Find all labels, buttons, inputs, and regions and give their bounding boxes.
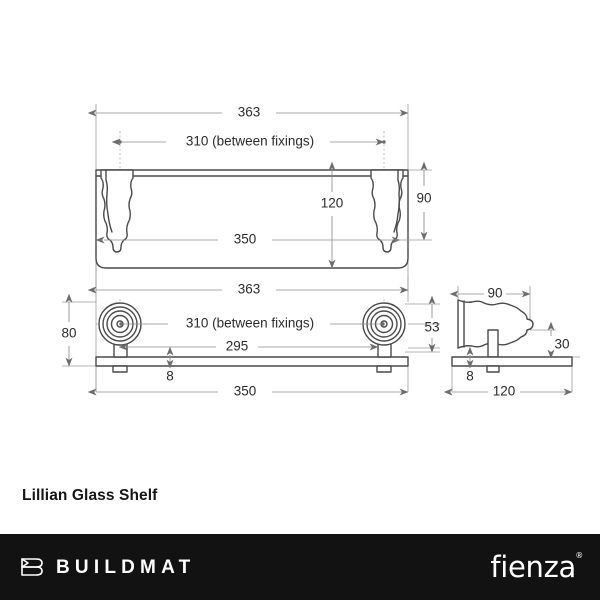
dim-label-top-90: 90 xyxy=(416,191,431,206)
bracket-profile-left-top xyxy=(100,169,134,253)
dimension-front-glass-thickness: 8 xyxy=(166,346,174,384)
dimension-top-glass-width: 350 xyxy=(95,232,401,247)
shelf-tab-side xyxy=(486,365,500,373)
bracket-inner-line-left-top xyxy=(105,169,113,233)
dim-label-top-350: 350 xyxy=(234,232,257,247)
buildmat-b-logo-icon xyxy=(20,556,46,578)
dim-label-top-310: 310 (between fixings) xyxy=(186,134,314,149)
dim-label-side-120: 120 xyxy=(493,384,516,399)
dimension-top-overall-depth: 90 xyxy=(395,161,432,241)
footer-bar: BUILDMAT fienza® xyxy=(0,534,600,600)
fienza-brand[interactable]: fienza® xyxy=(490,549,583,584)
dimension-side-post-height: 30 xyxy=(547,321,570,359)
top-view: 363 310 (between fixings) 350 xyxy=(87,104,432,292)
fienza-registered-mark: ® xyxy=(575,550,583,560)
bracket-inner-line-right-top xyxy=(393,169,401,233)
dimension-top-overall-width: 363 xyxy=(87,105,409,120)
dim-label-front-350: 350 xyxy=(234,384,257,399)
dimension-top-between-fixings: 310 (between fixings) xyxy=(111,134,386,149)
dim-label-side-90: 90 xyxy=(487,286,502,301)
dimension-front-between-fixings: 310 (between fixings) xyxy=(119,316,385,331)
dimension-front-overall-height: 80 xyxy=(61,293,77,367)
side-view: 90 30 8 120 xyxy=(443,286,580,399)
dim-label-top-363: 363 xyxy=(238,105,261,120)
bracket-profile-side xyxy=(457,299,534,349)
dimension-front-rosette-height: 53 xyxy=(405,295,440,353)
technical-drawing: 363 310 (between fixings) 350 xyxy=(61,104,580,399)
fienza-wordmark: fienza xyxy=(490,549,576,584)
dimension-side-shelf-depth: 120 xyxy=(443,384,573,399)
dim-label-side-30: 30 xyxy=(554,337,569,352)
shelf-tab-left xyxy=(112,365,128,373)
bracket-post-side xyxy=(487,329,499,358)
glass-shelf-outline-side xyxy=(451,356,573,367)
dim-label-front-80: 80 xyxy=(61,326,76,341)
dimension-front-post-centres: 295 xyxy=(118,339,379,354)
dim-label-front-295: 295 xyxy=(226,339,249,354)
page-title: Lillian Glass Shelf xyxy=(22,487,158,504)
dim-label-front-310: 310 (between fixings) xyxy=(186,316,314,331)
shelf-tab-right xyxy=(376,365,392,373)
dim-label-side-8: 8 xyxy=(466,369,474,384)
dimension-front-glass-width: 350 xyxy=(87,384,409,399)
dim-label-front-363: 363 xyxy=(238,282,261,297)
dimension-front-overall-width: 363 xyxy=(87,282,409,297)
dimension-top-bracket-depth: 120 xyxy=(321,161,344,269)
buildmat-brand[interactable]: BUILDMAT xyxy=(20,556,195,578)
buildmat-wordmark: BUILDMAT xyxy=(56,556,196,578)
dim-label-front-53: 53 xyxy=(424,320,439,335)
front-view: 363 310 (between fixings) 295 xyxy=(61,276,440,399)
dimension-side-bracket-depth: 90 xyxy=(449,286,531,301)
glass-shelf-outline-top xyxy=(95,169,409,269)
dim-label-front-8: 8 xyxy=(166,369,174,384)
glass-shelf-outline-front xyxy=(95,356,409,367)
dim-label-top-120: 120 xyxy=(321,196,344,211)
dimension-side-glass-thickness: 8 xyxy=(466,346,474,384)
